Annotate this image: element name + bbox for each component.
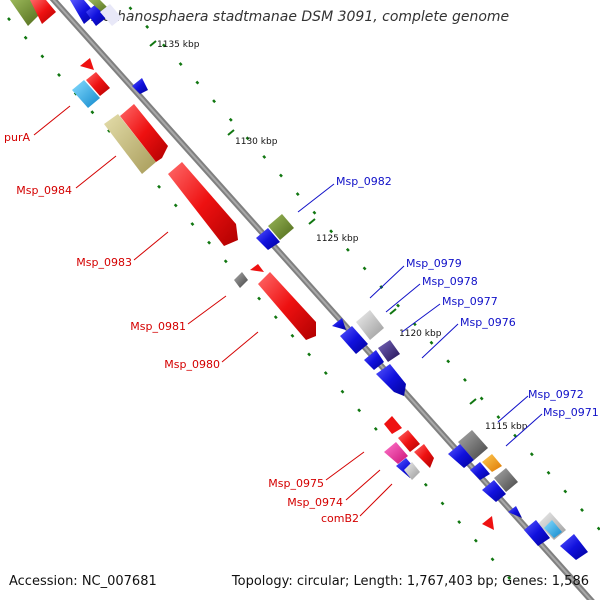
leader-Msp_0981 [187, 295, 227, 325]
label-Msp_0978[interactable]: Msp_0978 [422, 275, 478, 288]
leader-Msp_0980 [221, 331, 259, 363]
label-Msp_0972[interactable]: Msp_0972 [528, 388, 584, 401]
label-Msp_0975[interactable]: Msp_0975 [268, 477, 324, 490]
cds-reverse[interactable] [384, 416, 402, 434]
label-purA[interactable]: purA [4, 131, 30, 144]
forward-strand-features [70, 0, 588, 560]
cds-forward[interactable] [524, 520, 550, 546]
cds-reverse[interactable] [482, 516, 494, 530]
leader-Msp_0983 [133, 231, 169, 261]
leader-Msp_0982 [297, 183, 335, 213]
label-Msp_0976[interactable]: Msp_0976 [460, 316, 516, 329]
tick-mark [389, 308, 397, 315]
cds-forward[interactable] [508, 506, 522, 518]
tick-label-1135: 1135 kbp [157, 40, 200, 50]
cds-Msp_0983[interactable] [168, 162, 238, 246]
genome-backbone-highlight [52, 0, 593, 600]
reverse-labels: purA Msp_0984 Msp_0983 Msp_0981 Msp_0980… [4, 131, 359, 525]
cds-forward[interactable] [482, 480, 506, 502]
leader-Msp_0976 [421, 323, 459, 359]
label-Msp_0980[interactable]: Msp_0980 [164, 358, 220, 371]
map-title: Methanosphaera stadtmanae DSM 3091, comp… [90, 9, 510, 25]
tick-mark [469, 398, 477, 405]
cds-comB2[interactable] [404, 462, 420, 480]
leader-Msp_0974 [345, 469, 381, 501]
cds-forward[interactable] [86, 4, 106, 26]
cds-Msp_0971-orange[interactable] [482, 454, 502, 472]
forward-leaders [297, 183, 543, 447]
reverse-leaders [33, 105, 393, 517]
accession-text: Accession: NC_007681 [9, 574, 157, 589]
reverse-strand-features [10, 0, 494, 530]
cds-forward[interactable] [70, 0, 96, 24]
cds-reverse[interactable] [30, 0, 56, 24]
cds-cyan[interactable] [72, 80, 100, 108]
cds-reverse[interactable] [414, 444, 434, 468]
cds-reverse[interactable] [80, 58, 94, 70]
cds-reverse[interactable] [398, 430, 420, 452]
scale-ticks: 1135 kbp 1130 kbp 1125 kbp 1120 kbp 1115… [149, 40, 528, 432]
cds-Msp_0976[interactable] [376, 364, 406, 396]
leader-Msp_0979 [369, 265, 405, 299]
cds-forward[interactable] [132, 78, 148, 94]
cds-Msp_0975[interactable] [384, 442, 408, 464]
tick-label-1125: 1125 kbp [316, 234, 359, 244]
cds-Msp_0972[interactable] [458, 430, 488, 460]
leader-Msp_0972 [497, 395, 529, 423]
tick-label-1115: 1115 kbp [485, 422, 528, 432]
leader-Msp_0977 [401, 303, 441, 333]
cds-Msp_0978[interactable] [356, 310, 384, 340]
tick-mark [149, 40, 157, 47]
cds-Msp_0982-olive[interactable] [268, 214, 294, 240]
gc-track-inner [7, 17, 521, 591]
cds-Msp_0980[interactable] [258, 272, 316, 340]
label-Msp_0982[interactable]: Msp_0982 [336, 175, 392, 188]
forward-labels: Msp_0982 Msp_0979 Msp_0978 Msp_0977 Msp_… [336, 175, 599, 419]
label-Msp_0981[interactable]: Msp_0981 [130, 320, 186, 333]
leader-purA [33, 105, 71, 136]
cds-Msp_0979[interactable] [332, 318, 346, 330]
cds-forward[interactable] [560, 534, 588, 560]
cds-Msp_0982[interactable] [256, 228, 280, 250]
cds-purA[interactable] [86, 72, 110, 96]
cds-forward[interactable] [448, 444, 474, 468]
cds-Msp_0971[interactable] [494, 468, 518, 492]
cds-Msp_0984-khaki[interactable] [104, 114, 156, 174]
cds-forward[interactable] [100, 4, 122, 26]
leader-Msp_0975 [325, 451, 365, 481]
label-Msp_0974[interactable]: Msp_0974 [287, 496, 343, 509]
label-Msp_0977[interactable]: Msp_0977 [442, 295, 498, 308]
label-Msp_0979[interactable]: Msp_0979 [406, 257, 462, 270]
tick-mark [227, 129, 235, 136]
cds-forward[interactable] [470, 462, 490, 480]
leader-Msp_0971 [505, 413, 543, 447]
label-comB2[interactable]: comB2 [321, 512, 359, 525]
genome-summary-text: Topology: circular; Length: 1,767,403 bp… [231, 574, 589, 589]
cds-Msp_0984[interactable] [120, 104, 168, 162]
tick-mark [308, 218, 316, 225]
tick-label-1130: 1130 kbp [235, 137, 278, 147]
leader-Msp_0978 [385, 283, 421, 313]
cds-forward[interactable] [544, 520, 562, 538]
gc-track-outer [121, 0, 600, 531]
tick-label-1120: 1120 kbp [399, 329, 442, 339]
cds-forward[interactable] [340, 326, 368, 354]
cds-forward[interactable] [364, 350, 384, 370]
label-Msp_0984[interactable]: Msp_0984 [16, 184, 72, 197]
leader-comB2 [359, 483, 393, 517]
cds-Msp_0977[interactable] [378, 340, 400, 362]
label-Msp_0983[interactable]: Msp_0983 [76, 256, 132, 269]
cds-grey[interactable] [234, 272, 248, 288]
label-Msp_0971[interactable]: Msp_0971 [543, 406, 599, 419]
cds-Msp_0981[interactable] [250, 264, 264, 272]
leader-Msp_0984 [75, 155, 117, 189]
